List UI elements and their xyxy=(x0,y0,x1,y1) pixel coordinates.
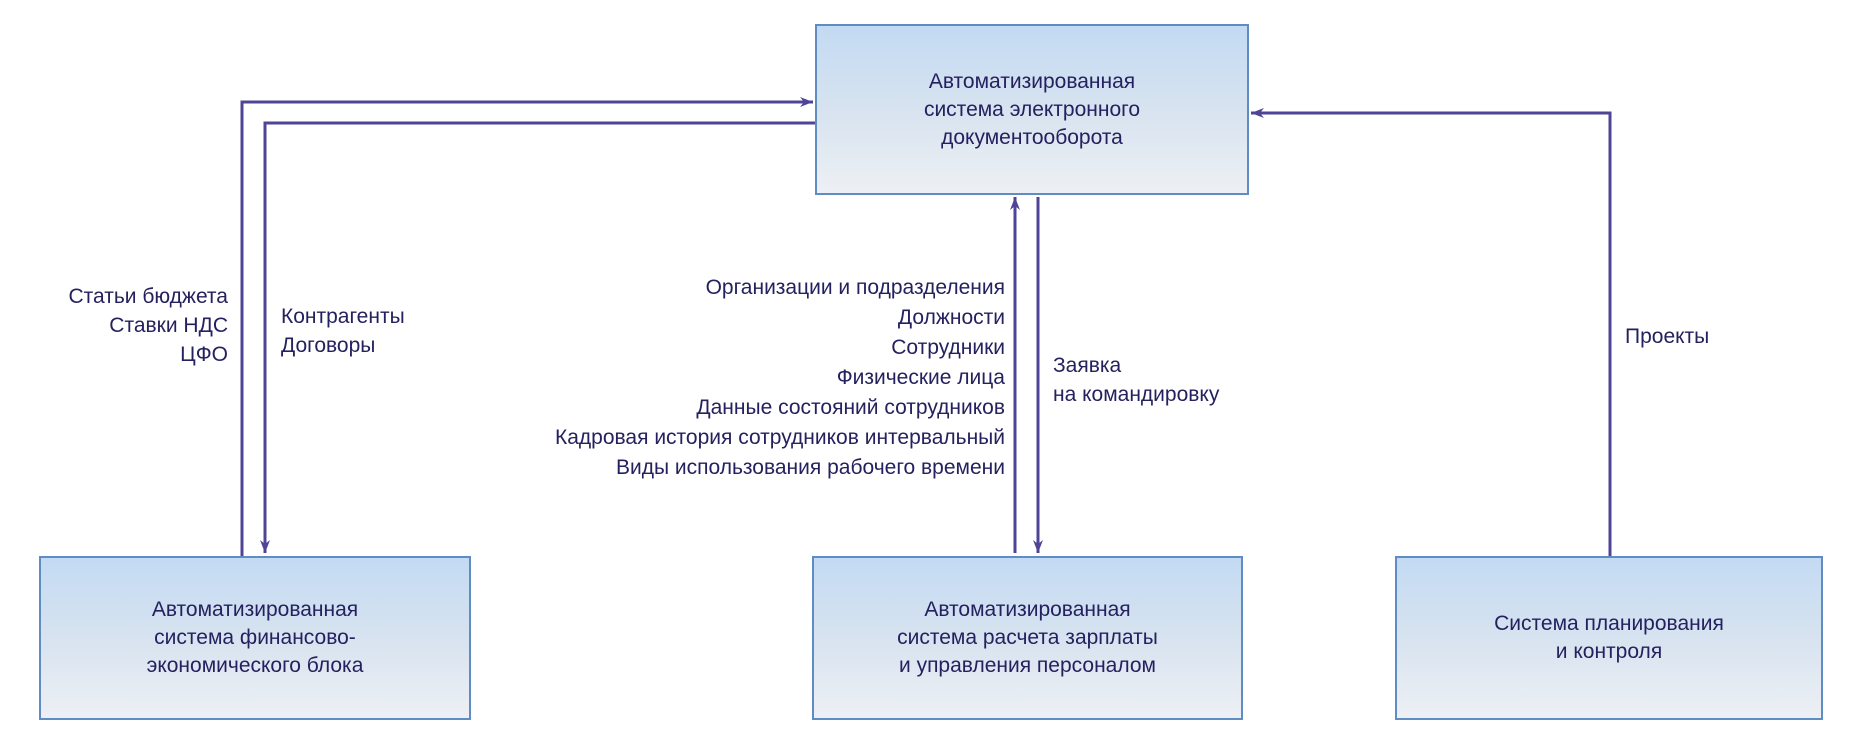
box-payroll-hr-system-label: Автоматизированная система расчета зарпл… xyxy=(897,598,1158,677)
arrow-edo-to-finance xyxy=(260,121,815,553)
arrow-planning-to-edo xyxy=(1251,108,1612,556)
box-finance-system: Автоматизированная система финансово- эк… xyxy=(39,556,471,720)
flow-label-budget-items: Статьи бюджета Ставки НДС ЦФО xyxy=(68,285,228,366)
box-payroll-hr-system: Автоматизированная система расчета зарпл… xyxy=(812,556,1243,720)
arrow-finance-to-edo xyxy=(240,97,813,556)
flow-label-counterparties: Контрагенты Договоры xyxy=(281,305,405,357)
box-finance-system-label: Автоматизированная система финансово- эк… xyxy=(146,598,364,677)
box-electronic-document-system: Автоматизированная система электронного … xyxy=(815,24,1249,195)
box-planning-control-system-label: Система планирования и контроля xyxy=(1494,612,1724,663)
flow-label-trip-request: Заявка на командировку xyxy=(1053,354,1220,406)
box-planning-control-system: Система планирования и контроля xyxy=(1395,556,1823,720)
flow-label-hr-data: Организации и подразделения Должности Со… xyxy=(554,276,1005,479)
flow-label-projects: Проекты xyxy=(1625,325,1710,348)
box-electronic-document-system-label: Автоматизированная система электронного … xyxy=(923,69,1141,149)
